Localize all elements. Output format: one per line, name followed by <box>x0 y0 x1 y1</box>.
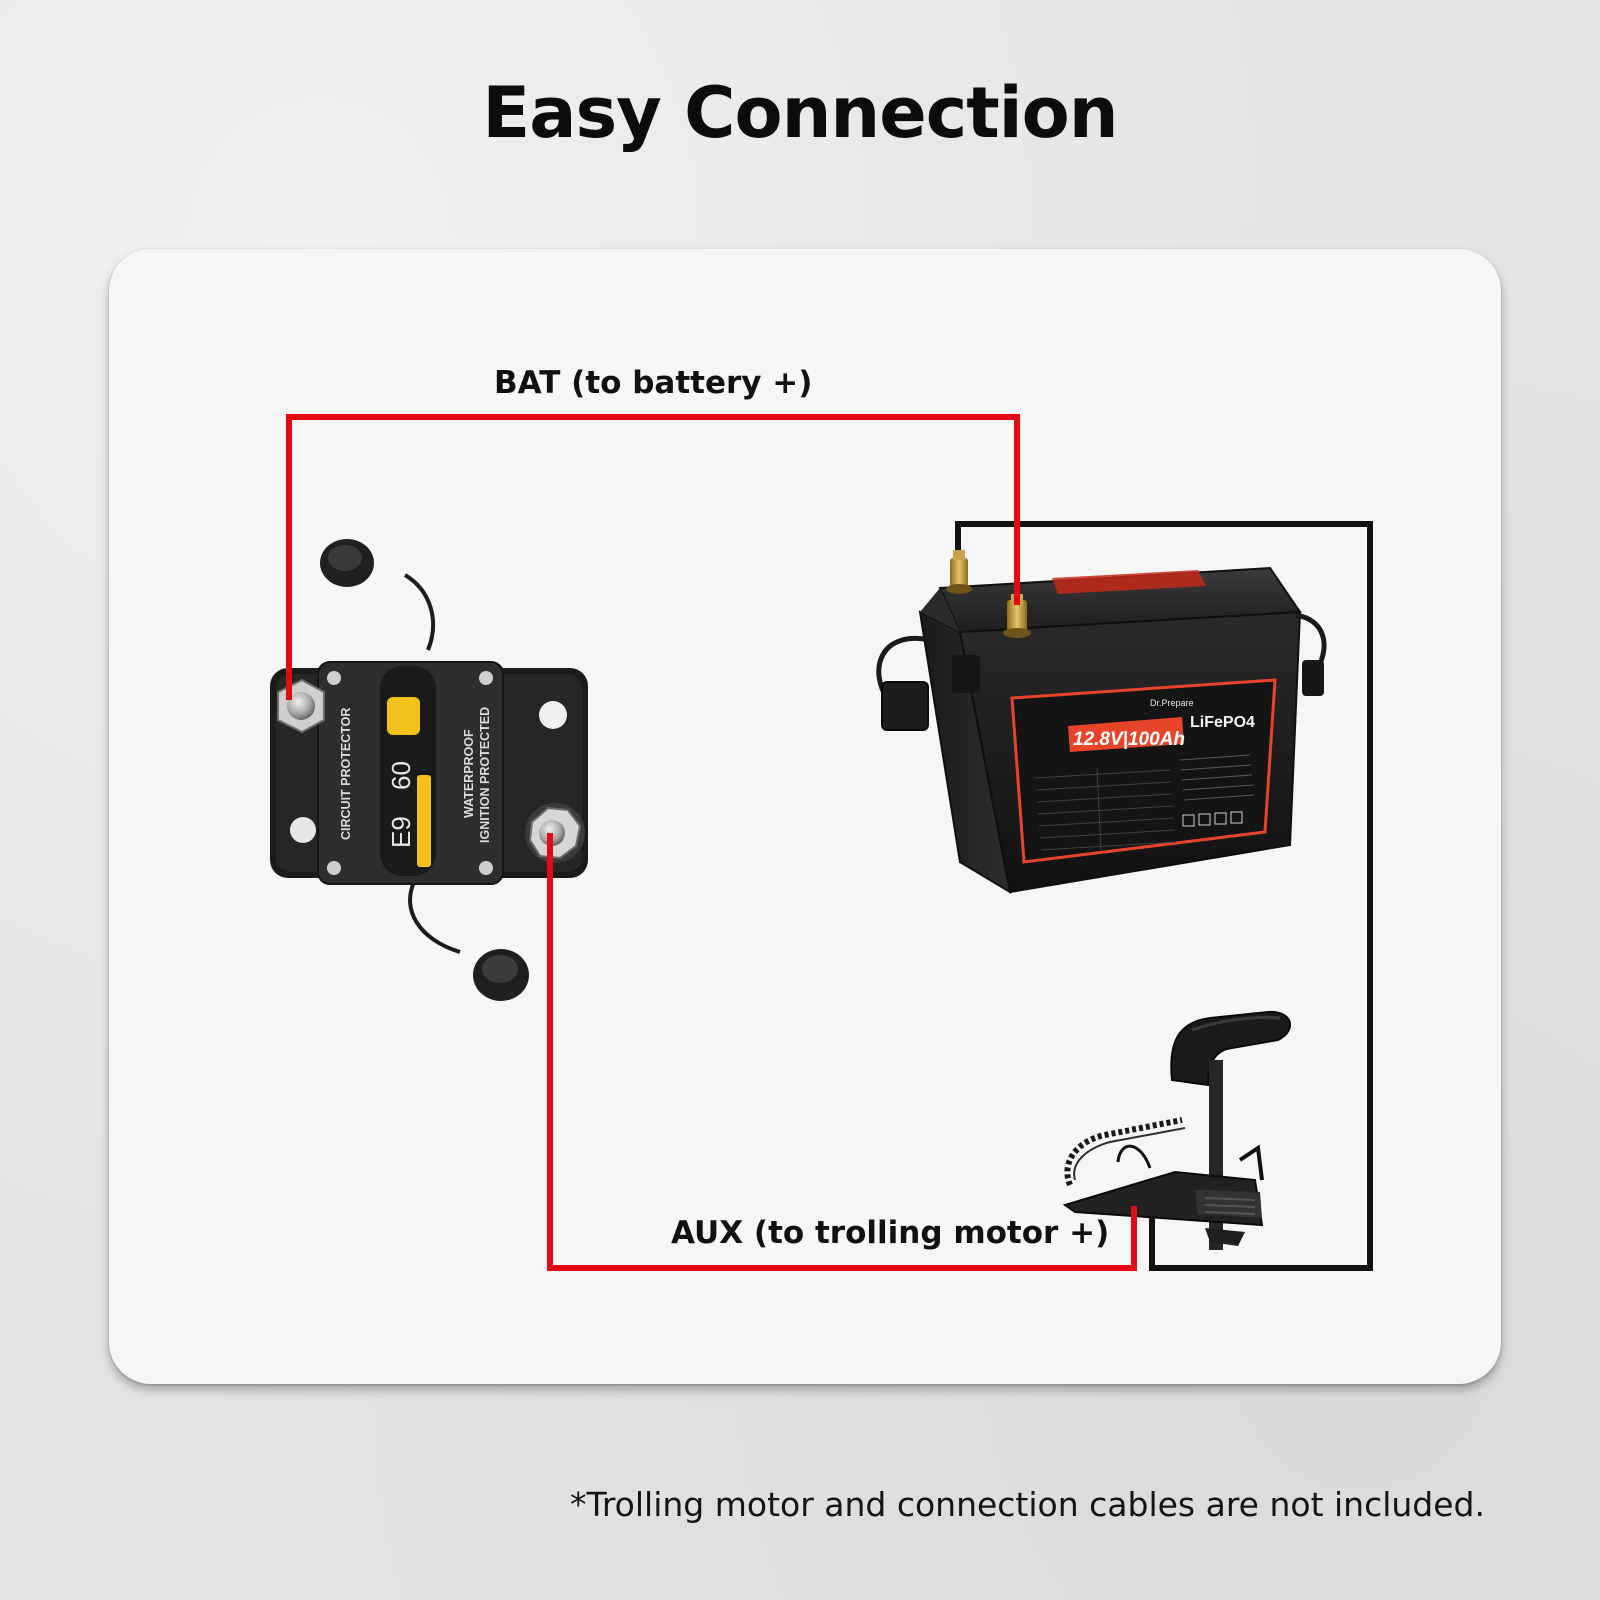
circuit-breaker: CIRCUIT PROTECTOR 60 E9 WATERPROOF IGNIT… <box>270 539 588 1001</box>
breaker-reset-button <box>387 697 420 735</box>
aux-positive-wire <box>547 833 1137 1271</box>
breaker-label-left: CIRCUIT PROTECTOR <box>339 708 353 840</box>
battery-negative-terminal <box>946 550 972 594</box>
trolling-motor <box>1062 1010 1291 1250</box>
breaker-rating: 60 <box>386 761 416 790</box>
bat-positive-wire <box>286 414 1020 700</box>
footnote: *Trolling motor and connection cables ar… <box>570 1485 1485 1524</box>
breaker-code: E9 <box>386 816 416 848</box>
bat-terminal <box>277 678 325 734</box>
aux-wire-label: AUX (to trolling motor +) <box>671 1215 1110 1251</box>
breaker-label-right-1: WATERPROOF <box>462 729 476 818</box>
battery-chemistry: LiFePO4 <box>1190 714 1255 731</box>
bat-wire-label: BAT (to battery +) <box>494 365 813 401</box>
battery-brand: Dr.Prepare <box>1150 698 1194 708</box>
breaker-label-right-2: IGNITION PROTECTED <box>478 707 492 843</box>
breaker-lever <box>417 775 431 867</box>
page-title: Easy Connection <box>482 72 1118 154</box>
battery-spec: 12.8V|100Ah <box>1073 729 1185 750</box>
negative-wire <box>955 521 1373 1271</box>
lifepo4-battery: 12.8V|100Ah LiFePO4 Dr.Prepare <box>876 550 1327 895</box>
aux-terminal <box>525 803 585 863</box>
